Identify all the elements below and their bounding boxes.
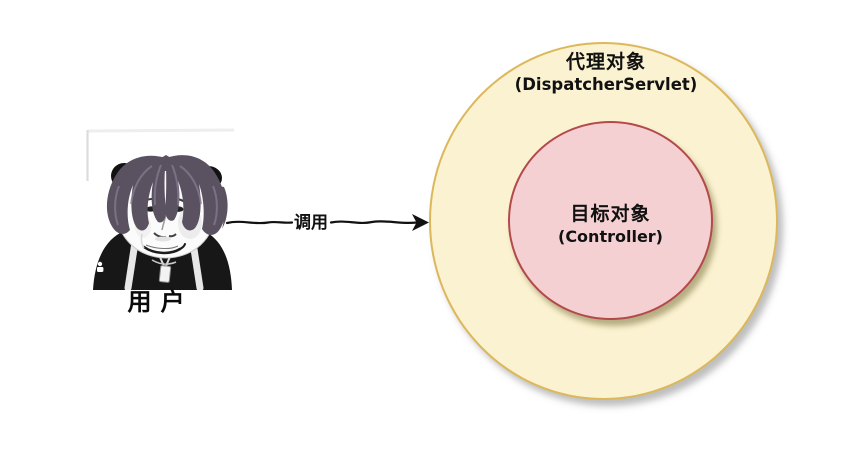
call-arrow-line-left — [225, 220, 294, 225]
proxy-object-title: 代理对象 — [565, 51, 646, 73]
proxy-object-subtitle: (DispatcherServlet) — [514, 75, 698, 94]
target-object-circle — [508, 121, 713, 320]
call-arrow-line-right — [329, 220, 419, 225]
target-object-subtitle: (Controller) — [558, 227, 663, 246]
call-arrow-label: 调用 — [294, 213, 328, 233]
target-object-label: 目标对象 (Controller) — [510, 203, 711, 247]
target-object-title: 目标对象 — [570, 203, 651, 225]
proxy-object-label: 代理对象 (DispatcherServlet) — [480, 51, 732, 95]
watermark-person-icon — [97, 261, 104, 272]
panda-wig — [106, 155, 228, 235]
wig-highlights — [114, 164, 218, 226]
call-arrow — [225, 214, 429, 231]
user-label: 用户 — [127, 287, 194, 316]
call-arrow-head-icon — [412, 214, 429, 231]
image-edge-artifact — [86, 128, 235, 181]
user-avatar-panda-meme-image — [86, 128, 235, 290]
